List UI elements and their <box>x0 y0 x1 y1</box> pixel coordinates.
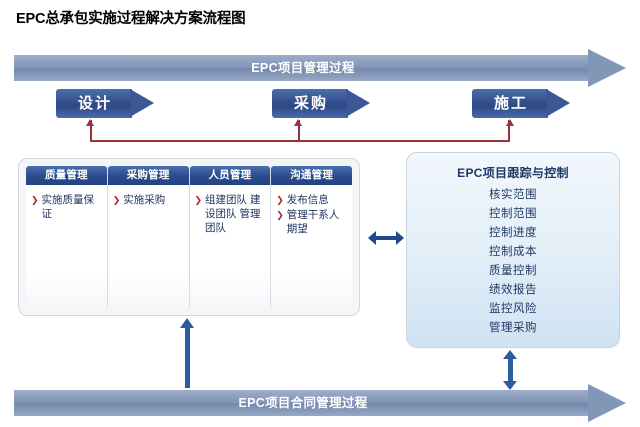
chevron-right-icon <box>130 89 154 117</box>
red-bracket-connector <box>86 119 514 142</box>
control-panel-item: 监控风险 <box>489 303 537 315</box>
up-arrow-head <box>180 318 194 328</box>
list-item-label: 实施采购 <box>123 194 166 206</box>
stage-construction-label: 施工 <box>493 95 528 112</box>
arrow-shaft <box>185 326 190 388</box>
list-item: ❯ 发布信息 <box>276 193 348 207</box>
list-item-label: 组建团队 建设团队 管理团队 <box>205 194 261 234</box>
list-item: ❯ 组建团队 建设团队 管理团队 <box>195 193 267 235</box>
banner-bar <box>14 390 592 416</box>
right-arrow-icon <box>588 384 626 422</box>
banner-top-label: EPC项目管理过程 <box>251 61 355 75</box>
up-arrow-head <box>503 350 517 359</box>
banner-bottom-label: EPC项目合同管理过程 <box>238 396 368 410</box>
knowledge-area-table: 质量管理 ❯ 实施质量保证 采购管理 ❯ 实施采购 人员管理 ❯ 组建团队 建设… <box>18 158 360 316</box>
column-procurement-management: 采购管理 ❯ 实施采购 <box>107 166 190 308</box>
up-arrow-icon <box>505 119 514 126</box>
column-quality-management: 质量管理 ❯ 实施质量保证 <box>26 166 108 308</box>
stage-design[interactable]: 设计 <box>56 89 156 118</box>
control-panel-item: 质量控制 <box>489 265 537 277</box>
banner-epc-contract-management: EPC项目合同管理过程 <box>14 384 626 422</box>
down-arrow-head <box>503 381 517 390</box>
bracket-vertical-line-right <box>508 120 510 142</box>
column-body: ❯ 实施采购 <box>107 185 189 308</box>
page-title: EPC总承包实施过程解决方案流程图 <box>16 11 246 27</box>
stage-body <box>472 89 548 118</box>
control-panel-item: 核实范围 <box>489 189 537 201</box>
up-arrow-icon <box>86 119 95 126</box>
chevron-right-icon <box>346 89 370 117</box>
column-header: 人员管理 <box>189 166 271 185</box>
control-panel-item: 控制进度 <box>489 227 537 239</box>
list-item-label: 管理干系人期望 <box>286 209 340 235</box>
chevron-bullet-icon: ❯ <box>194 195 203 205</box>
chevron-bullet-icon: ❯ <box>112 195 121 205</box>
bracket-vertical-line-middle <box>298 120 300 142</box>
right-arrow-icon <box>588 49 626 87</box>
list-item: ❯ 实施采购 <box>113 193 185 207</box>
list-item-label: 实施质量保证 <box>41 194 95 220</box>
control-panel-item: 绩效报告 <box>489 284 537 296</box>
column-communication-management: 沟通管理 ❯ 发布信息 ❯ 管理干系人期望 <box>271 166 352 308</box>
list-item-label: 发布信息 <box>286 194 329 206</box>
stage-procurement-label: 采购 <box>293 95 328 112</box>
chevron-bullet-icon: ❯ <box>31 195 39 205</box>
list-item: ❯ 实施质量保证 <box>31 193 103 221</box>
list-item: ❯ 管理干系人期望 <box>276 208 348 236</box>
right-arrow-head <box>396 231 404 245</box>
chevron-bullet-icon: ❯ <box>276 195 284 205</box>
banner-bar <box>14 55 592 81</box>
stage-construction[interactable]: 施工 <box>472 89 572 118</box>
control-panel-item: 管理采购 <box>489 322 537 334</box>
arrow-shaft <box>508 358 513 382</box>
banner-epc-project-management: EPC项目管理过程 <box>14 49 626 87</box>
column-header: 质量管理 <box>26 166 107 185</box>
column-header: 采购管理 <box>107 166 189 185</box>
horizontal-double-arrow-icon <box>368 231 404 245</box>
stage-body <box>56 89 132 118</box>
arrow-shaft <box>374 236 398 240</box>
left-arrow-head <box>368 231 376 245</box>
up-arrow-icon <box>294 119 303 126</box>
bracket-horizontal-line <box>90 140 510 142</box>
vertical-up-arrow-icon <box>180 318 194 388</box>
stage-body <box>272 89 348 118</box>
column-body: ❯ 组建团队 建设团队 管理团队 <box>189 185 271 308</box>
chevron-bullet-icon: ❯ <box>276 210 284 220</box>
vertical-double-arrow-icon <box>503 350 517 390</box>
column-body: ❯ 实施质量保证 <box>26 185 107 308</box>
control-panel-title: EPC项目跟踪与控制 <box>457 166 569 180</box>
column-personnel-management: 人员管理 ❯ 组建团队 建设团队 管理团队 <box>189 166 272 308</box>
column-body: ❯ 发布信息 ❯ 管理干系人期望 <box>271 185 352 308</box>
stage-design-label: 设计 <box>77 95 112 112</box>
chevron-right-icon <box>546 89 570 117</box>
control-panel: EPC项目跟踪与控制 核实范围 控制范围 控制进度 控制成本 质量控制 绩效报告… <box>406 152 620 348</box>
stage-procurement[interactable]: 采购 <box>272 89 372 118</box>
bracket-vertical-line-left <box>90 120 92 142</box>
control-panel-item: 控制成本 <box>489 246 537 258</box>
column-header: 沟通管理 <box>271 166 352 185</box>
control-panel-item: 控制范围 <box>489 208 537 220</box>
